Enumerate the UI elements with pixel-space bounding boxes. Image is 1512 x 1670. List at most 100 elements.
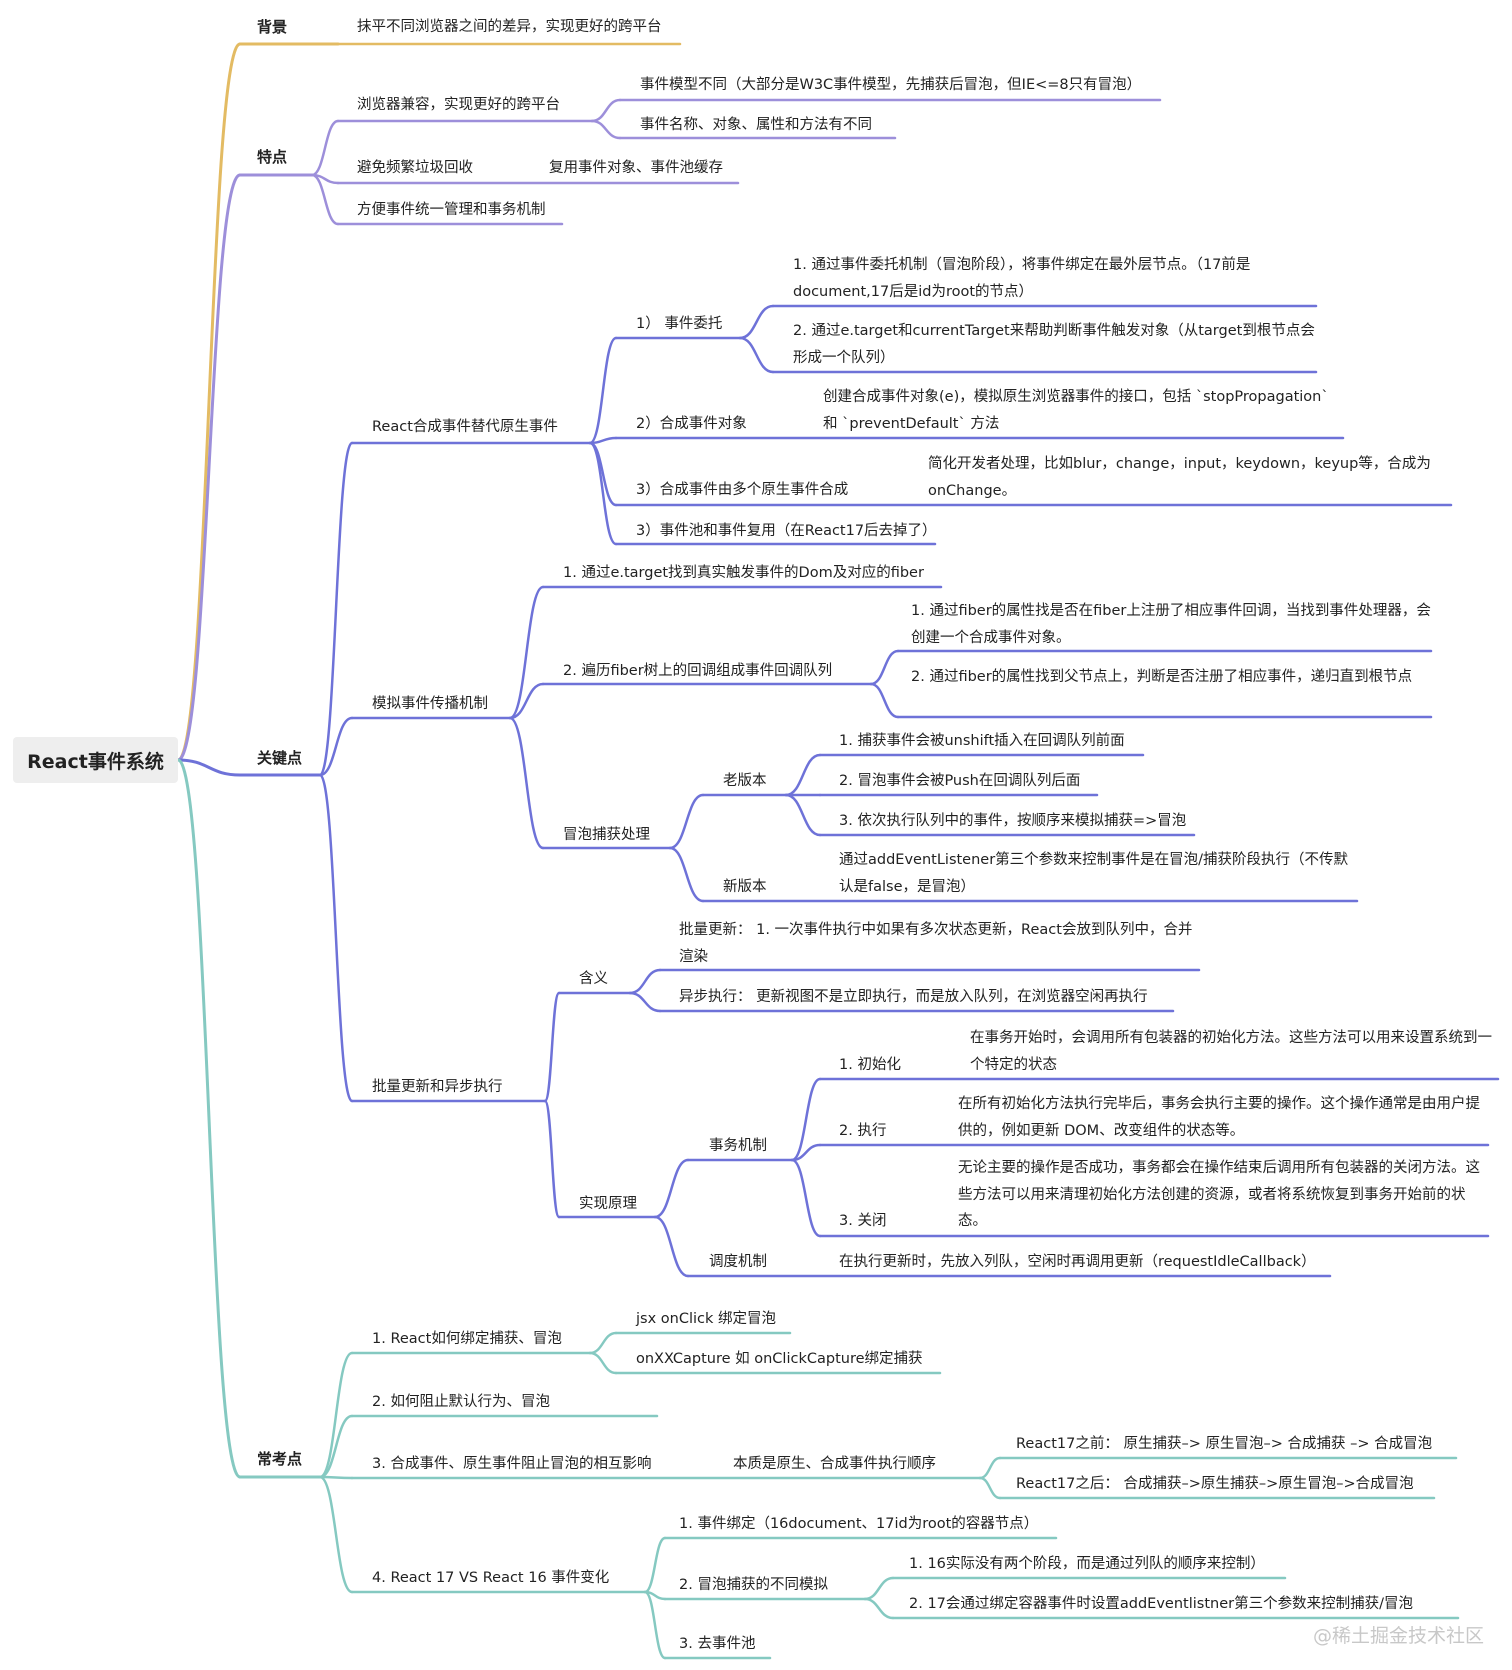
root-label: React事件系统 xyxy=(27,750,164,773)
exam-q4-3[interactable]: 3. 去事件池 xyxy=(679,1636,756,1652)
exam-q2[interactable]: 2. 如何阻止默认行为、冒泡 xyxy=(372,1394,550,1410)
connector xyxy=(590,98,622,123)
watermark-text: @稀土掘金技术社区 xyxy=(1312,1625,1484,1647)
synthetic-delegation-1[interactable]: 1. 通过事件委托机制（冒泡阶段），将事件绑定在最外层节点。（17前是docum… xyxy=(793,257,1251,300)
exam-q3-after[interactable]: React17之后： 合成捕获–>原生捕获–>原生冒泡–>合成冒泡 xyxy=(1016,1476,1414,1492)
transaction[interactable]: 事务机制 xyxy=(709,1138,767,1154)
transaction-close-desc[interactable]: 无论主要的操作是否成功，事务都会在操作结束后调用所有包装器的关闭方法。这些方法可… xyxy=(958,1160,1480,1229)
synthetic-title[interactable]: React合成事件替代原生事件 xyxy=(372,419,558,435)
version-new[interactable]: 新版本 xyxy=(723,879,767,895)
connector xyxy=(668,793,705,850)
propagation-step2-1[interactable]: 1. 通过fiber的属性找是否在fiber上注册了相应事件回调，当找到事件处理… xyxy=(911,603,1431,646)
exam-q4[interactable]: 4. React 17 VS React 16 事件变化 xyxy=(372,1570,610,1586)
feature-unified[interactable]: 方便事件统一管理和事务机制 xyxy=(357,202,546,218)
background-text[interactable]: 抹平不同浏览器之间的差异，实现更好的跨平台 xyxy=(357,19,662,35)
connector xyxy=(978,1476,1002,1500)
synthetic-composed-desc[interactable]: 简化开发者处理，比如blur，change，input，keydown，keyu… xyxy=(928,456,1431,499)
feature-reuse[interactable]: 复用事件对象、事件池缓存 xyxy=(549,160,723,176)
connector xyxy=(790,1077,822,1162)
batch-title[interactable]: 批量更新和异步执行 xyxy=(372,1079,503,1095)
connector xyxy=(588,441,618,546)
feature-avoid-gc[interactable]: 避免频繁垃圾回收 xyxy=(357,160,473,176)
transaction-exec[interactable]: 2. 执行 xyxy=(839,1123,887,1139)
new-desc[interactable]: 通过addEventListener第三个参数来控制事件是在冒泡/捕获阶段执行（… xyxy=(839,852,1349,895)
connector xyxy=(790,1158,822,1238)
propagation-step1[interactable]: 1. 通过e.target找到真实触发事件的Dom及对应的fiber xyxy=(563,565,924,581)
connector xyxy=(318,1475,354,1594)
feature-event-names[interactable]: 事件名称、对象、属性和方法有不同 xyxy=(640,117,872,133)
synthetic-composed[interactable]: 3）合成事件由多个原生事件合成 xyxy=(636,482,849,498)
connector xyxy=(738,336,775,374)
connector xyxy=(310,173,340,226)
connector xyxy=(628,991,662,1013)
scheduler[interactable]: 调度机制 xyxy=(709,1254,767,1270)
branch-exam[interactable]: 常考点 xyxy=(257,1450,303,1468)
exam-q4-2[interactable]: 2. 冒泡捕获的不同模拟 xyxy=(679,1577,828,1593)
batch-async[interactable]: 异步执行： 更新视图不是立即执行，而是放入队列，在浏览器空闲再执行 xyxy=(679,989,1148,1005)
synthetic-delegation[interactable]: 1） 事件委托 xyxy=(636,316,723,332)
transaction-close[interactable]: 3. 关闭 xyxy=(839,1213,887,1229)
connector xyxy=(863,1597,895,1620)
connector xyxy=(588,1351,618,1375)
exam-q4-2-1[interactable]: 1. 16实际没有两个阶段，而是通过列队的顺序来控制） xyxy=(909,1556,1265,1572)
connector xyxy=(508,716,545,850)
exam-q3[interactable]: 3. 合成事件、原生事件阻止冒泡的相互影响 xyxy=(372,1456,652,1472)
exam-q1-b[interactable]: onXXCapture 如 onClickCapture绑定捕获 xyxy=(636,1351,923,1367)
feature-event-model[interactable]: 事件模型不同（大部分是W3C事件模型，先捕获后冒泡，但IE<=8只有冒泡） xyxy=(640,77,1142,93)
connector xyxy=(738,304,775,340)
connector xyxy=(176,758,242,777)
connector xyxy=(508,585,545,720)
propagation-step2[interactable]: 2. 遍历fiber树上的回调组成事件回调队列 xyxy=(563,663,833,679)
connector xyxy=(318,716,354,777)
exam-q1[interactable]: 1. React如何绑定捕获、冒泡 xyxy=(372,1331,562,1347)
connector xyxy=(318,1475,354,1480)
feature-browser-compat[interactable]: 浏览器兼容，实现更好的跨平台 xyxy=(357,97,560,113)
branch-background[interactable]: 背景 xyxy=(257,18,288,36)
connector xyxy=(176,42,242,762)
connector xyxy=(176,758,242,1479)
branch-features[interactable]: 特点 xyxy=(257,148,288,166)
connector xyxy=(784,753,822,797)
connector xyxy=(310,119,340,177)
exam-q3-before[interactable]: React17之前： 原生捕获–> 原生冒泡–> 合成捕获 –> 合成冒泡 xyxy=(1016,1436,1433,1452)
transaction-exec-desc[interactable]: 在所有初始化方法执行完毕后，事务会执行主要的操作。这个操作通常是由用户提供的，例… xyxy=(958,1096,1480,1139)
propagation-title[interactable]: 模拟事件传播机制 xyxy=(372,696,488,712)
connector xyxy=(543,1099,561,1219)
connector xyxy=(318,1414,354,1479)
connector xyxy=(653,1158,690,1219)
connector xyxy=(643,1536,667,1594)
branch-keypoints[interactable]: 关键点 xyxy=(257,749,303,767)
version-old[interactable]: 老版本 xyxy=(723,773,767,789)
synthetic-object[interactable]: 2）合成事件对象 xyxy=(636,416,747,432)
connector xyxy=(784,793,822,837)
connector xyxy=(869,649,900,686)
connector xyxy=(318,441,354,777)
exam-q4-1[interactable]: 1. 事件绑定（16document、17id为root的容器节点） xyxy=(679,1516,1039,1532)
exam-q4-2-2[interactable]: 2. 17会通过绑定容器事件时设置addEventlistner第三个参数来控制… xyxy=(909,1596,1413,1612)
synthetic-object-desc[interactable]: 创建合成事件对象(e)，模拟原生浏览器事件的接口，包括 `stopPropaga… xyxy=(823,389,1329,432)
connector xyxy=(590,119,622,140)
old-step-1[interactable]: 1. 捕获事件会被unshift插入在回调队列前面 xyxy=(839,733,1125,749)
transaction-init-desc[interactable]: 在事务开始时，会调用所有包装器的初始化方法。这些方法可以用来设置系统到一个特定的… xyxy=(970,1030,1492,1073)
old-step-2[interactable]: 2. 冒泡事件会被Push在回调队列后面 xyxy=(839,773,1081,789)
propagation-step2-2[interactable]: 2. 通过fiber的属性找到父节点上，判断是否注册了相应事件，递归直到根节点 xyxy=(911,669,1413,685)
exam-q3-essence[interactable]: 本质是原生、合成事件执行顺序 xyxy=(733,1456,936,1472)
bubble-capture[interactable]: 冒泡捕获处理 xyxy=(563,827,650,843)
connector xyxy=(668,846,705,903)
root-node[interactable]: React事件系统 xyxy=(13,737,178,783)
batch-update[interactable]: 批量更新： 1. 一次事件执行中如果有多次状态更新，React会放到队列中，合并… xyxy=(679,922,1193,965)
connector xyxy=(543,991,561,1103)
scheduler-desc[interactable]: 在执行更新时，先放入列队，空闲时再调用更新（requestIdleCallbac… xyxy=(839,1254,1316,1270)
connector xyxy=(176,173,242,762)
batch-impl[interactable]: 实现原理 xyxy=(579,1196,637,1212)
transaction-init[interactable]: 1. 初始化 xyxy=(839,1057,901,1073)
exam-q1-a[interactable]: jsx onClick 绑定冒泡 xyxy=(636,1311,776,1327)
connector xyxy=(643,1590,667,1660)
synthetic-delegation-2[interactable]: 2. 通过e.target和currentTarget来帮助判断事件触发对象（从… xyxy=(793,323,1315,366)
connector xyxy=(318,1351,354,1479)
batch-meaning[interactable]: 含义 xyxy=(579,971,608,987)
connector xyxy=(318,773,354,1103)
synthetic-pool[interactable]: 3）事件池和事件复用（在React17后去掉了） xyxy=(636,523,937,539)
old-step-3[interactable]: 3. 依次执行队列中的事件，按顺序来模拟捕获=>冒泡 xyxy=(839,813,1187,829)
